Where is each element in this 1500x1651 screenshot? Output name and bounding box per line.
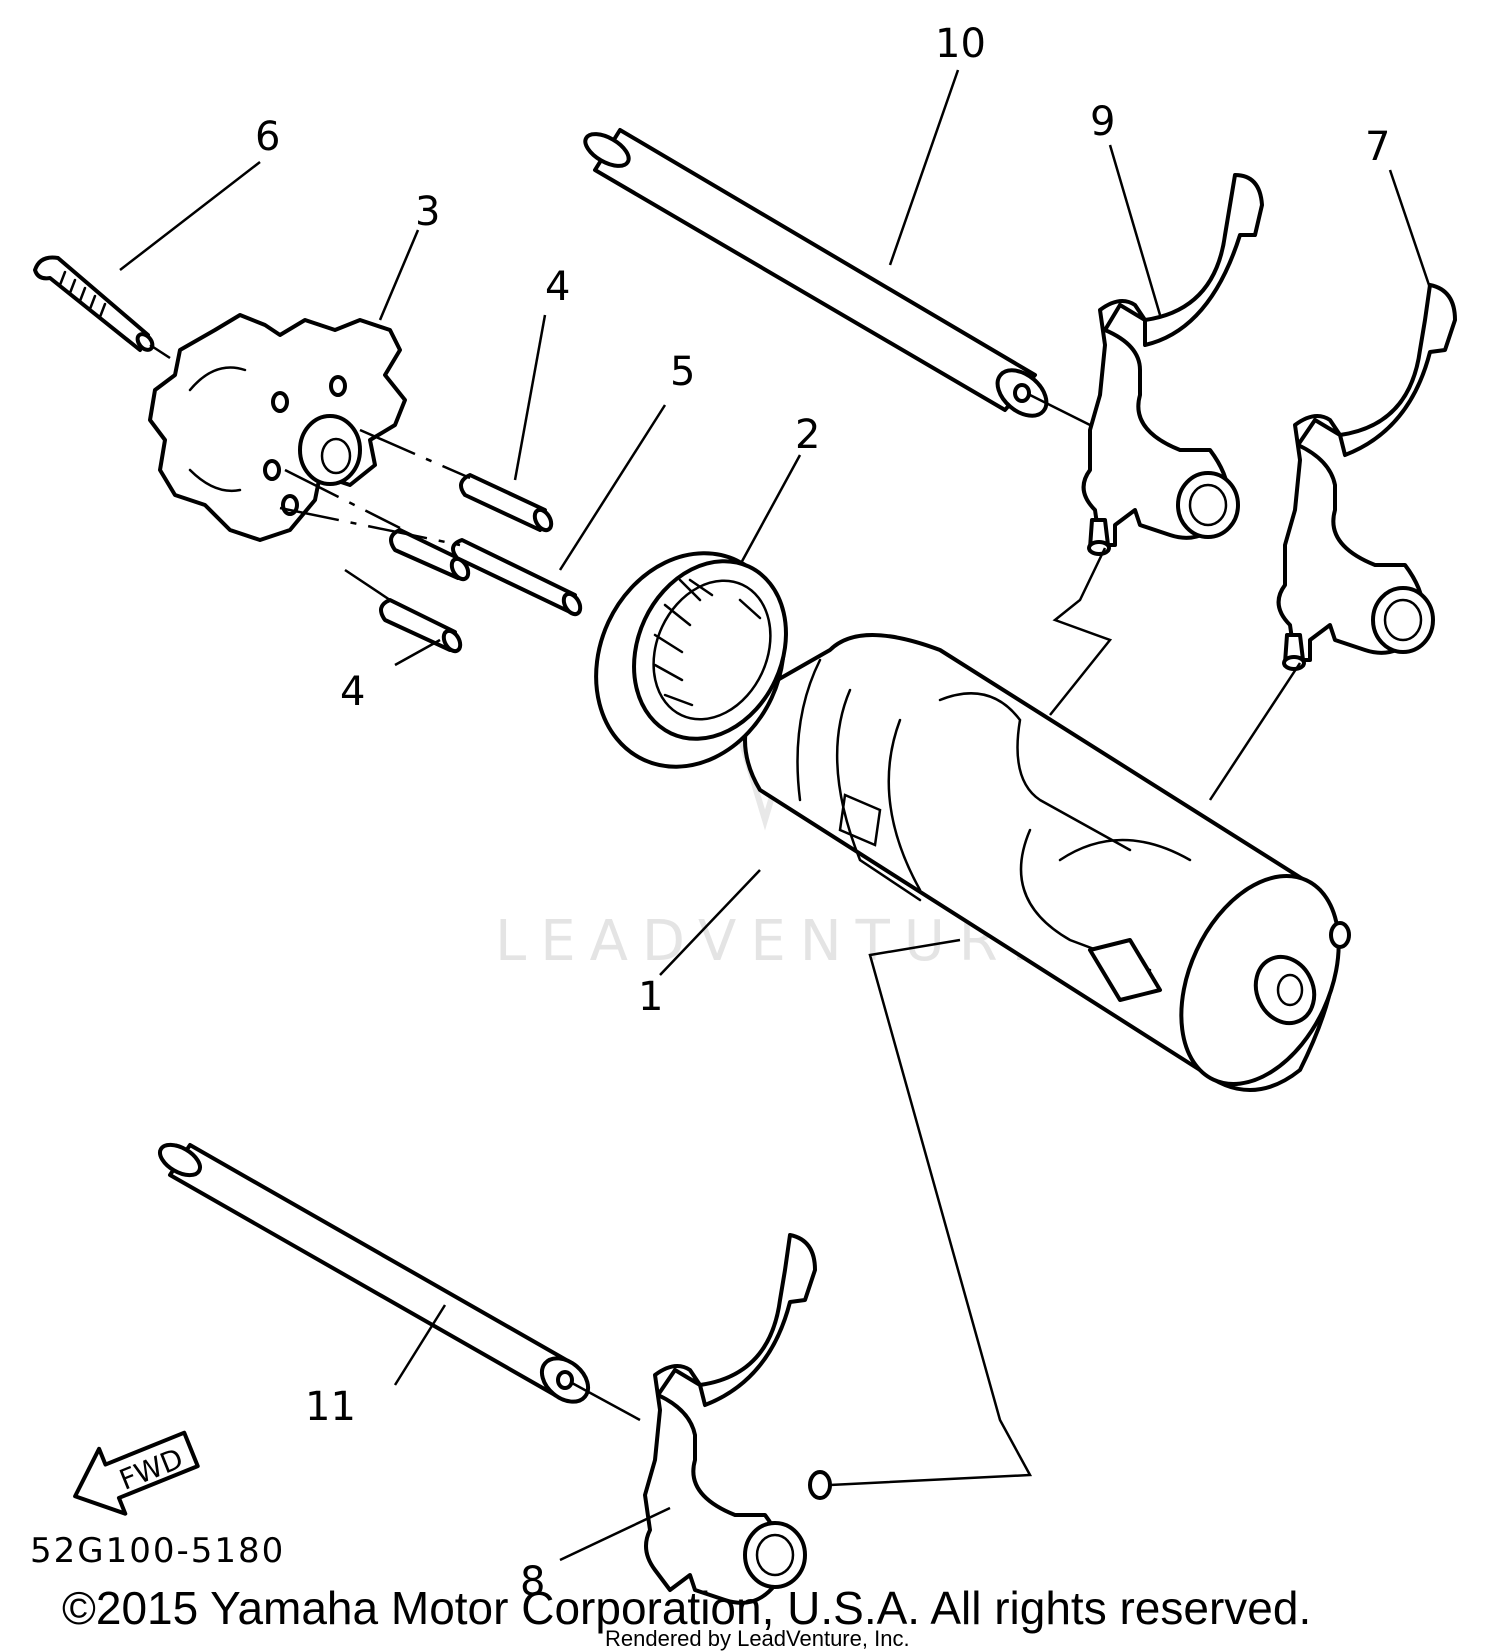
callout-4-upper: 4 <box>545 264 570 310</box>
callout-5: 5 <box>670 349 695 395</box>
callout-11: 11 <box>305 1384 356 1430</box>
callout-numbers: 10 9 7 6 3 4 5 2 4 1 11 8 <box>255 21 1390 1605</box>
callout-10: 10 <box>935 21 986 67</box>
rendered-by-notice: Rendered by LeadVenture, Inc. <box>605 1626 910 1651</box>
callout-3: 3 <box>415 189 440 235</box>
bearing[interactable] <box>562 522 818 797</box>
segment-screw[interactable] <box>33 255 171 360</box>
shift-fork-8[interactable] <box>643 1233 832 1605</box>
callout-4-lower: 4 <box>340 669 365 715</box>
callout-1: 1 <box>638 974 663 1020</box>
callout-2: 2 <box>795 412 820 458</box>
shift-fork-shaft-lower[interactable] <box>155 1139 641 1422</box>
callout-6: 6 <box>255 114 280 160</box>
fwd-arrow-icon: FWD <box>73 1430 200 1516</box>
callout-8: 8 <box>520 1559 545 1605</box>
shift-fork-9[interactable] <box>1081 173 1264 556</box>
shift-fork-shaft-upper[interactable] <box>580 128 1101 432</box>
callout-7: 7 <box>1365 124 1390 170</box>
leader-lines <box>119 69 1432 1562</box>
copyright-notice: ©2015 Yamaha Motor Corporation, U.S.A. A… <box>62 1582 1311 1634</box>
segment-star-wheel[interactable] <box>148 313 407 542</box>
callout-9: 9 <box>1090 99 1115 145</box>
shift-fork-7[interactable] <box>1276 283 1457 671</box>
diagram-code: 52G100-5180 <box>30 1531 285 1571</box>
shift-drum[interactable] <box>743 633 1370 1109</box>
dowel-pins[interactable] <box>279 428 584 654</box>
